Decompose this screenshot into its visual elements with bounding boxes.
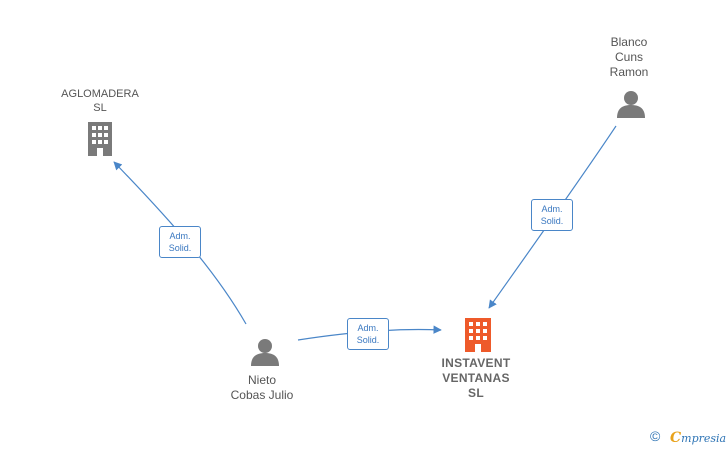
edge-label-blanco-instavent: Adm. Solid. (531, 199, 573, 231)
main-company-building-icon[interactable] (465, 318, 491, 352)
empresia-logo: Cmpresia (670, 430, 727, 446)
copyright-icon: © (650, 428, 661, 444)
edge-label-nieto-instavent: Adm. Solid. (347, 318, 389, 350)
empresia-watermark: © Cmpresia (650, 428, 728, 448)
building-icon[interactable] (88, 122, 112, 156)
node-label-aglomadera[interactable]: AGLOMADERA SL (61, 88, 139, 114)
node-label-instavent[interactable]: INSTAVENT VENTANAS SL (441, 356, 511, 400)
node-label-nieto[interactable]: Nieto Cobas Julio (230, 373, 294, 402)
person-icon[interactable] (251, 339, 279, 366)
person-icon[interactable] (617, 91, 645, 118)
edge-label-nieto-aglomadera: Adm. Solid. (159, 226, 201, 258)
node-label-blanco[interactable]: Blanco Cuns Ramon (609, 35, 649, 79)
